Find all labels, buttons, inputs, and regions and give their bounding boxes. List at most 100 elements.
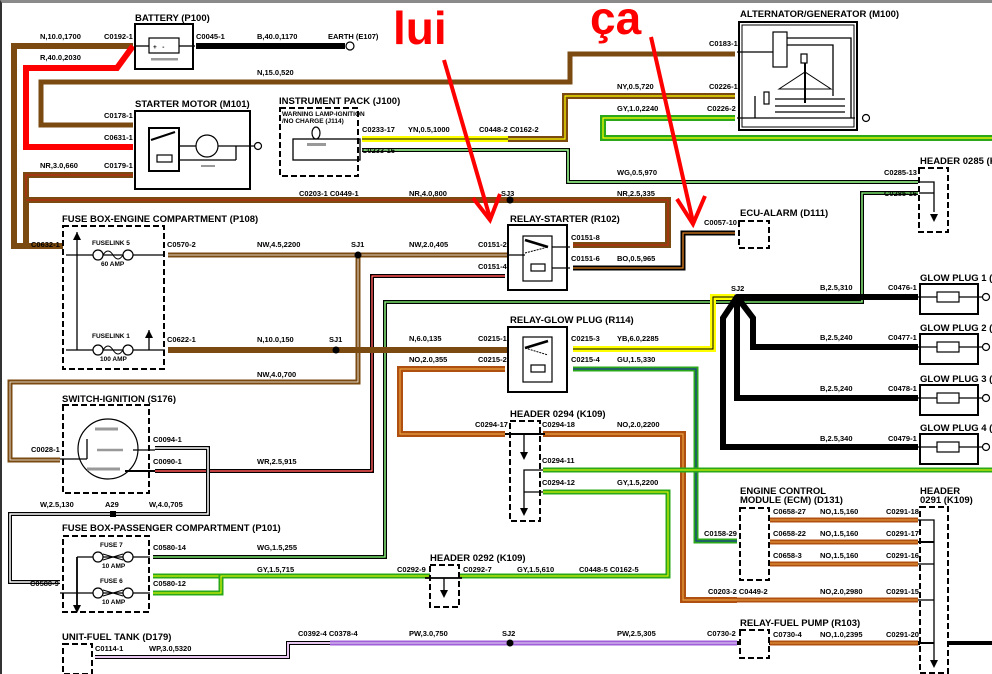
connector-label: SJ2 [502, 629, 515, 638]
glow-plug-2-component[interactable] [918, 333, 991, 365]
ecm-component[interactable] [739, 507, 770, 581]
title-starter-motor: STARTER MOTOR (M101) [135, 99, 250, 110]
splice-sj1-a [354, 251, 362, 259]
connector-label: C0179-1 [104, 161, 133, 170]
wire-r-40-2030[interactable] [23, 44, 136, 150]
battery-component[interactable]: + - [134, 23, 195, 70]
connector-label: C0183-1 [709, 39, 738, 48]
connector-label: C0658-27 [773, 507, 806, 516]
label-fuselink-5: FUSELINK 5 [92, 240, 130, 247]
wire-label: NO,1.5,160 [820, 529, 858, 538]
connector-label: C0114-1 [95, 644, 123, 653]
title-glow-plug-3: GLOW PLUG 3 (T1 [920, 374, 992, 385]
wire-label: WG,1.5,255 [257, 543, 297, 552]
wire-label: N,10.0,1700 [40, 32, 81, 41]
connector-label: C0291-17 [886, 529, 919, 538]
title-warning-lamp-1: WARNING LAMP-IGNITION [282, 111, 365, 118]
glow-plug-1-component[interactable] [918, 283, 991, 315]
title-header-0294: HEADER 0294 (K109) [510, 409, 606, 420]
switch-ignition-component[interactable] [60, 404, 155, 494]
header-0291-component[interactable] [918, 506, 949, 674]
wire-b-2-5-240-b[interactable] [734, 297, 918, 401]
connector-label: C0057-10 [704, 218, 737, 227]
splice-a29 [110, 511, 116, 517]
label-fuselink-1-rating: 100 AMP [100, 356, 128, 363]
header-0285-component[interactable] [918, 167, 949, 233]
wire-n-10-1700[interactable] [11, 43, 133, 249]
instrument-pack-component[interactable] [279, 107, 361, 177]
header-0294-component[interactable] [505, 420, 545, 522]
wire-label: N,6.0,135 [409, 334, 442, 343]
connector-label: C0291-16 [886, 551, 919, 560]
connector-label: C0158-29 [704, 529, 737, 538]
wire-label: NR,2.5,335 [617, 189, 655, 198]
wire-n-15-520[interactable] [38, 51, 735, 128]
connector-label: C0622-1 [167, 335, 196, 344]
splice-sj2-b [506, 639, 514, 647]
splice-sj2-a [734, 294, 740, 300]
connector-label: C0215-3 [571, 334, 600, 343]
title-battery: BATTERY (P100) [135, 13, 210, 24]
connector-label: C0632-1 [31, 240, 60, 249]
wire-label: NO,2.0,2980 [820, 587, 863, 596]
wire-label: WR,2.5,915 [257, 457, 297, 466]
ecu-alarm-component[interactable] [738, 220, 770, 249]
title-relay-glow-plug: RELAY-GLOW PLUG (R114) [510, 315, 634, 326]
svg-text:+ -: + - [153, 44, 164, 51]
connector-label: C0476-1 [888, 283, 917, 292]
connector-label: C0294-17 [475, 420, 508, 429]
title-header-0292: HEADER 0292 (K109) [430, 553, 526, 564]
wire-label: YN,0.5,1000 [408, 125, 450, 134]
relay-fuel-pump-component[interactable] [739, 629, 770, 659]
connector-label: C0028-1 [31, 445, 60, 454]
wire-label: NW,4.0,700 [257, 370, 296, 379]
wire-wr-2-5-915[interactable] [155, 274, 505, 473]
connector-label: C0291-18 [886, 507, 919, 516]
connector-label: C0478-1 [888, 384, 917, 393]
title-relay-starter: RELAY-STARTER (R102) [510, 214, 620, 225]
wire-gy-1-5-715[interactable] [153, 573, 430, 596]
wire-gu-1-5-330[interactable] [573, 366, 737, 544]
fuse-box-passenger-component[interactable] [60, 535, 150, 613]
connector-label: C0658-22 [773, 529, 806, 538]
wire-label: N,15.0,520 [257, 68, 294, 77]
wire-label: NR,4.0,800 [409, 189, 447, 198]
alternator-component[interactable] [737, 21, 871, 131]
connector-label: SJ2 [731, 284, 744, 293]
fuselink-5-icon [92, 249, 134, 261]
annotation-lui: lui [393, 2, 447, 54]
wire-label: BO,0.5,965 [617, 254, 655, 263]
glow-plug-4-component[interactable] [918, 433, 991, 465]
connector-label: C0045-1 [196, 32, 225, 41]
title-header-0285: HEADER 0285 (K1 [920, 156, 992, 167]
wire-wg-0-5-970[interactable] [362, 148, 918, 184]
wire-b-2-5-240-a[interactable] [734, 295, 918, 350]
unit-fuel-tank-component[interactable] [62, 643, 93, 674]
wire-label: GY,1.5,715 [257, 565, 294, 574]
relay-glow-plug-component[interactable] [507, 326, 568, 393]
wire-gy-1-5-2200[interactable] [153, 489, 671, 579]
connector-label: A29 [105, 500, 119, 509]
wire-label: N,10.0,150 [257, 335, 294, 344]
connector-label: C0730-4 [773, 630, 803, 639]
starter-motor-component[interactable] [134, 110, 263, 190]
wire-label: NY,0.5,720 [617, 82, 654, 91]
fuse-7-icon [92, 551, 134, 563]
title-ecu-alarm: ECU-ALARM (D111) [740, 208, 828, 219]
wire-b-2-5-340[interactable] [720, 295, 918, 450]
header-0292-component[interactable] [425, 564, 462, 608]
title-instrument-pack: INSTRUMENT PACK (J100) [279, 96, 400, 107]
connector-label: C0285-13 [884, 168, 917, 177]
fuse-box-engine-component[interactable] [62, 225, 165, 370]
splice-sj3 [506, 196, 514, 204]
wire-label: R,40.0,2030 [40, 53, 81, 62]
glow-plug-3-component[interactable] [918, 384, 991, 416]
connector-label: C0291-20 [886, 630, 919, 639]
connector-label: C0292-7 [463, 565, 492, 574]
label-fuse-6-rating: 10 AMP [102, 599, 126, 606]
wire-label: B,2.5,310 [820, 283, 853, 292]
relay-starter-component[interactable] [507, 224, 570, 291]
earth-ground-icon [345, 41, 355, 51]
annotation-ca: ça [590, 0, 642, 44]
wire-label: B,2.5,340 [820, 434, 853, 443]
